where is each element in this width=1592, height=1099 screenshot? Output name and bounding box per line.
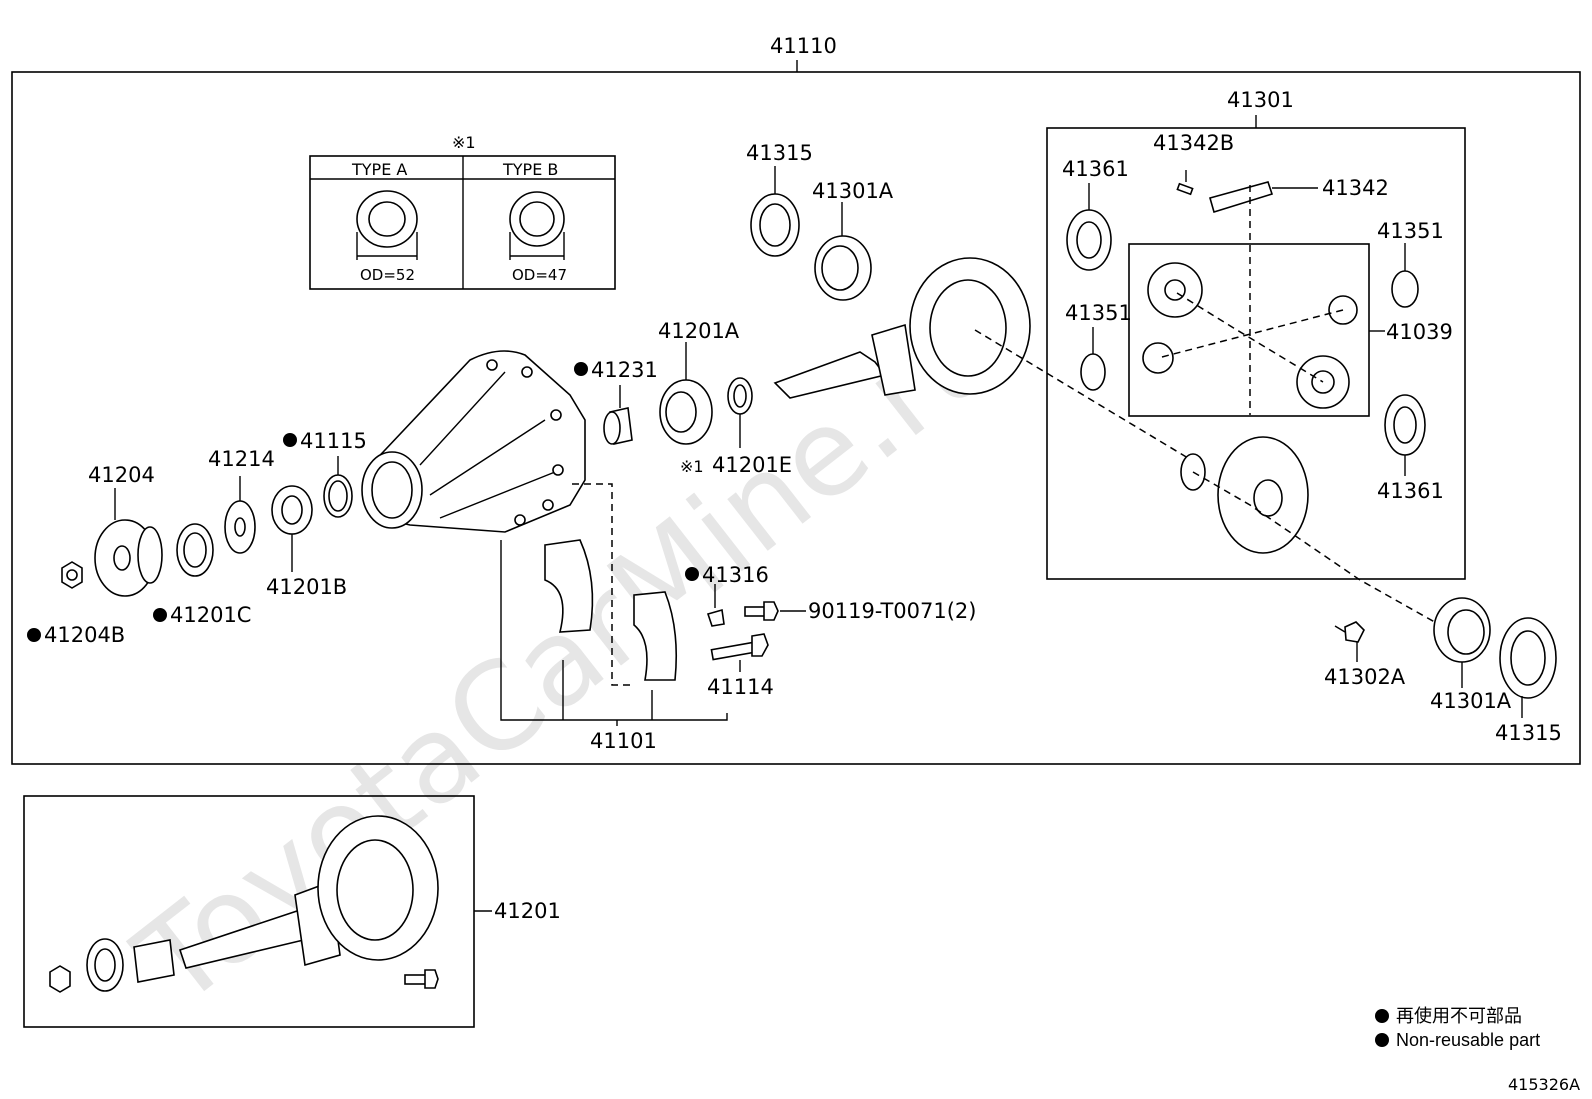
pinion-shaft-41342	[1209, 181, 1274, 214]
type-reference-table: ※1 TYPE A TYPE B OD=52 OD=47	[309, 133, 616, 290]
label-41204B[interactable]: 41204B	[44, 623, 125, 647]
label-41301A-top[interactable]: 41301A	[812, 179, 894, 203]
bearing-cap-left	[544, 539, 594, 633]
ring-pinion-kit	[49, 815, 439, 993]
type-b-header: TYPE B	[502, 160, 558, 179]
bearing-41315-top	[750, 193, 800, 257]
label-41114[interactable]: 41114	[707, 675, 774, 699]
bearing-41315-bottom	[1499, 617, 1557, 699]
od-b-label: OD=47	[512, 266, 567, 284]
label-41316[interactable]: 41316	[702, 563, 769, 587]
cap-bolt-41114	[710, 633, 769, 661]
label-41361-top[interactable]: 41361	[1062, 157, 1129, 181]
non-reusable-dot-41201C	[153, 608, 167, 622]
label-90119-T0071[interactable]: 90119-T0071(2)	[808, 599, 976, 623]
label-41301A-bottom[interactable]: 41301A	[1430, 689, 1512, 713]
lock-plate-41316	[706, 608, 725, 627]
figure-id: 415326A	[1508, 1075, 1580, 1094]
label-41315-top[interactable]: 41315	[746, 141, 813, 165]
bearing-race-41301A-bottom	[1433, 597, 1491, 663]
type-a-header: TYPE A	[351, 160, 407, 179]
companion-flange	[94, 519, 163, 597]
type-ref-mark: ※1	[452, 133, 476, 152]
label-41204[interactable]: 41204	[88, 463, 155, 487]
bolt-90119	[744, 601, 779, 621]
differential-case	[1180, 436, 1309, 554]
label-41315-bottom[interactable]: 41315	[1495, 721, 1562, 745]
label-41039[interactable]: 41039	[1386, 320, 1453, 344]
od-a-label: OD=52	[360, 266, 415, 284]
legend-dot-en	[1375, 1033, 1389, 1047]
pin-41342B	[1176, 182, 1194, 196]
collapsible-spacer	[603, 407, 633, 445]
bearing-race-41301A-top	[814, 235, 872, 301]
label-41201C[interactable]: 41201C	[170, 603, 251, 627]
non-reusable-dot-41231	[574, 362, 588, 376]
label-41201A[interactable]: 41201A	[658, 319, 740, 343]
label-41214[interactable]: 41214	[208, 447, 275, 471]
label-41115[interactable]: 41115	[300, 429, 367, 453]
pinion-gear-subframe	[1128, 243, 1370, 417]
label-41231[interactable]: 41231	[591, 358, 658, 382]
label-41201[interactable]: 41201	[494, 899, 561, 923]
label-41110[interactable]: 41110	[770, 34, 837, 58]
label-41301[interactable]: 41301	[1227, 88, 1294, 112]
label-41361-bottom[interactable]: 41361	[1377, 479, 1444, 503]
thrust-washer-41351-left	[1080, 353, 1106, 391]
label-41351-right[interactable]: 41351	[1377, 219, 1444, 243]
legend-dot-jp	[1375, 1009, 1389, 1023]
legend-en-text: Non-reusable part	[1396, 1030, 1540, 1050]
carrier-housing	[361, 350, 586, 533]
label-41302A[interactable]: 41302A	[1324, 665, 1406, 689]
bearing-cap-right	[633, 591, 677, 681]
non-reusable-dot-41115	[283, 433, 297, 447]
ring-gear-bolt-41302A	[1334, 621, 1365, 643]
legend-jp-text: 再使用不可部品	[1396, 1006, 1522, 1026]
label-41351-left[interactable]: 41351	[1065, 301, 1132, 325]
non-reusable-dot-41204B	[27, 628, 41, 642]
flange-nut	[61, 561, 83, 589]
label-41342[interactable]: 41342	[1322, 176, 1389, 200]
label-41201E-mark: ※1	[680, 457, 704, 476]
ring-gear-and-pinion	[773, 257, 1031, 399]
label-41201E[interactable]: 41201E	[712, 453, 792, 477]
main-assembly-frame	[11, 71, 1581, 765]
thrust-washer-41351-right	[1391, 270, 1419, 308]
non-reusable-dot-41316	[685, 567, 699, 581]
label-41101[interactable]: 41101	[590, 729, 657, 753]
label-41342B[interactable]: 41342B	[1153, 131, 1234, 155]
label-41201B[interactable]: 41201B	[266, 575, 347, 599]
legend: 再使用不可部品 Non-reusable part	[1375, 1006, 1540, 1050]
